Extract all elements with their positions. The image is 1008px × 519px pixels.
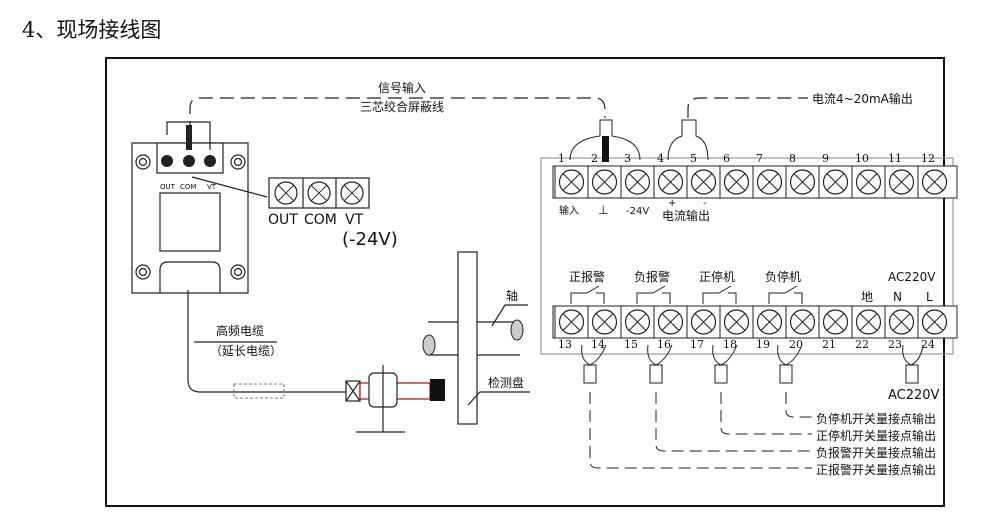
relay-contact-symbol <box>769 286 802 304</box>
bottom-terminal-number: 20 <box>789 338 803 351</box>
signal-cable-subtitle: 三芯绞合屏蔽线 <box>360 99 444 114</box>
relay-label-4: 负停机 <box>765 269 801 284</box>
power-wire-bundle <box>903 345 923 365</box>
output-label-1: 负停机开关量接点输出 <box>816 411 936 426</box>
bottom-terminal-number: 21 <box>822 338 836 351</box>
note-neg24: -24V <box>626 206 649 217</box>
power-earth: 地 <box>861 290 873 304</box>
top-terminal-number: 11 <box>888 152 902 165</box>
proximity-converter <box>132 122 248 293</box>
relay-contact-symbol <box>571 286 604 304</box>
vt-voltage-note: (-24V) <box>342 229 398 250</box>
cable-label-1: 高频电缆 <box>216 323 264 338</box>
power-title: AC220V <box>888 270 936 284</box>
disc-label: 检测盘 <box>488 375 524 390</box>
bottom-terminal-number: 13 <box>558 338 572 351</box>
output-dashed-line-2 <box>656 392 812 451</box>
top-terminal-number: 5 <box>690 152 697 165</box>
bottom-terminal-number: 22 <box>855 338 869 351</box>
output-dashed-line-4 <box>786 392 812 417</box>
bottom-terminal-number: 14 <box>591 338 605 351</box>
current-output-line <box>688 98 808 118</box>
relay-label-2: 负报警 <box>634 269 670 284</box>
bottom-terminal-number: 23 <box>888 338 902 351</box>
bottom-terminal-number: 15 <box>624 338 638 351</box>
top-terminal-number: 12 <box>921 152 935 165</box>
power-below: AC220V <box>888 388 940 403</box>
bottom-terminal-number: 16 <box>657 338 671 351</box>
note-ground: ⊥ <box>598 203 608 217</box>
bottom-terminal-number: 19 <box>756 338 770 351</box>
relay-contact-symbol <box>637 286 670 304</box>
converter-label-com: COM <box>180 183 196 191</box>
top-terminal-number: 2 <box>591 152 598 165</box>
terminal-label-com: COM <box>304 212 337 228</box>
output-label-4: 正报警开关量接点输出 <box>816 462 936 477</box>
eddy-current-probe <box>346 365 445 432</box>
terminal-label-out: OUT <box>268 212 298 228</box>
output-label-3: 负报警开关量接点输出 <box>816 445 936 460</box>
cable-label-2: （延长电缆） <box>210 344 282 358</box>
top-terminal-number: 9 <box>822 152 829 165</box>
top-terminal-number: 1 <box>558 152 565 165</box>
terminal-label-vt: VT <box>345 212 364 228</box>
extension-cable <box>188 290 360 392</box>
shaft-leader <box>492 305 528 326</box>
converter-label-out: OUT <box>160 183 176 191</box>
current-cable-bundle <box>668 120 708 160</box>
current-output-label: 电流4~20mA输出 <box>812 91 913 106</box>
bottom-terminal-number: 24 <box>921 338 935 351</box>
relay-contact-symbol <box>703 286 736 304</box>
power-n: N <box>893 290 902 304</box>
cable-connector <box>234 384 284 398</box>
converter-label-vt: VT <box>207 183 217 191</box>
output-dashed-line-3 <box>721 392 812 434</box>
relay-label-3: 正停机 <box>699 269 735 284</box>
top-terminal-number: 4 <box>657 152 664 165</box>
note-plus: + <box>668 198 676 209</box>
top-terminal-number: 7 <box>756 152 763 165</box>
note-input: 输入 <box>559 204 579 217</box>
shaft-label: 轴 <box>506 288 518 303</box>
relay-label-1: 正报警 <box>569 269 605 284</box>
output-dashed-line-1 <box>590 392 812 468</box>
bottom-terminal-number: 17 <box>690 338 704 351</box>
output-label-2: 正停机开关量接点输出 <box>816 428 936 443</box>
top-terminal-number: 10 <box>855 152 869 165</box>
note-current-out: 电流输出 <box>662 208 710 223</box>
top-terminal-number: 3 <box>624 152 631 165</box>
note-minus: - <box>703 198 707 209</box>
signal-cable-title: 信号输入 <box>378 80 426 95</box>
top-terminal-number: 8 <box>789 152 796 165</box>
power-l: L <box>926 290 933 304</box>
top-terminal-number: 6 <box>723 152 730 165</box>
